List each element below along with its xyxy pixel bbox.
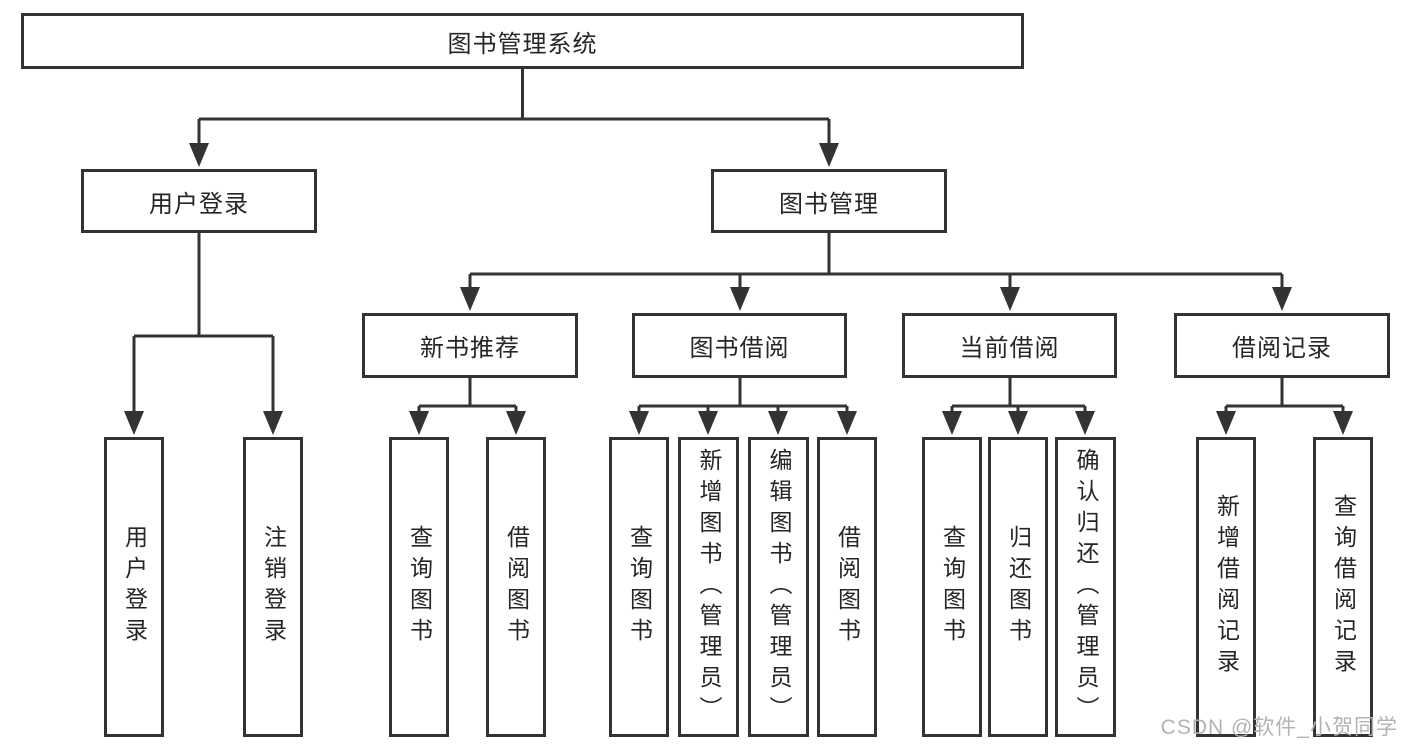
leaf-add-books-admin: 新增图书（管理员）	[678, 437, 739, 737]
leaf-return-books: 归还图书	[988, 437, 1048, 737]
node-label: 借阅记录	[1232, 335, 1332, 362]
leaf-label: 新增图书（管理员）	[696, 447, 722, 727]
watermark-text: CSDN @软件_小贺同学	[1160, 716, 1398, 739]
leaf-label: 查询借阅记录	[1330, 494, 1357, 680]
leaf-label: 用户登录	[121, 525, 148, 649]
leaf-label: 新增借阅记录	[1213, 494, 1240, 680]
node-borrowing-records: 借阅记录	[1174, 313, 1390, 378]
leaf-label: 确认归还（管理员）	[1073, 447, 1099, 727]
leaf-label: 查询图书	[406, 525, 433, 649]
leaf-label: 借阅图书	[834, 525, 861, 649]
leaf-query-books-current: 查询图书	[922, 437, 982, 737]
node-new-book-recommendation: 新书推荐	[362, 313, 578, 378]
leaf-borrow-books: 借阅图书	[817, 437, 877, 737]
node-label: 当前借阅	[959, 335, 1060, 362]
leaf-user-login: 用户登录	[104, 437, 164, 737]
node-library-management-system: 图书管理系统	[21, 13, 1024, 69]
leaf-borrow-books-recommend: 借阅图书	[486, 437, 546, 737]
leaf-edit-books-admin: 编辑图书（管理员）	[748, 437, 809, 737]
node-label: 图书借阅	[689, 335, 790, 362]
leaf-label: 查询图书	[939, 525, 966, 649]
leaf-query-books-borrow: 查询图书	[609, 437, 669, 737]
leaf-label: 归还图书	[1005, 525, 1032, 649]
leaf-add-borrow-record: 新增借阅记录	[1196, 437, 1256, 737]
arrowheads	[124, 143, 1353, 435]
leaf-label: 注销登录	[260, 525, 287, 649]
node-label: 新书推荐	[420, 335, 520, 362]
node-book-borrowing: 图书借阅	[632, 313, 847, 378]
leaf-label: 借阅图书	[503, 525, 530, 649]
leaf-label: 查询图书	[626, 525, 653, 649]
leaf-query-books-recommend: 查询图书	[389, 437, 449, 737]
leaf-confirm-return-admin: 确认归还（管理员）	[1055, 437, 1116, 737]
leaf-label: 编辑图书（管理员）	[766, 447, 792, 727]
node-user-login: 用户登录	[81, 169, 317, 233]
leaf-logout: 注销登录	[243, 437, 303, 737]
tree-edges	[132, 69, 1345, 413]
leaf-query-borrow-record: 查询借阅记录	[1313, 437, 1373, 737]
node-label: 图书管理	[779, 190, 879, 218]
node-current-borrowing: 当前借阅	[902, 313, 1117, 378]
node-book-management: 图书管理	[711, 169, 947, 233]
node-label: 图书管理系统	[447, 30, 598, 58]
node-label: 用户登录	[149, 190, 249, 218]
